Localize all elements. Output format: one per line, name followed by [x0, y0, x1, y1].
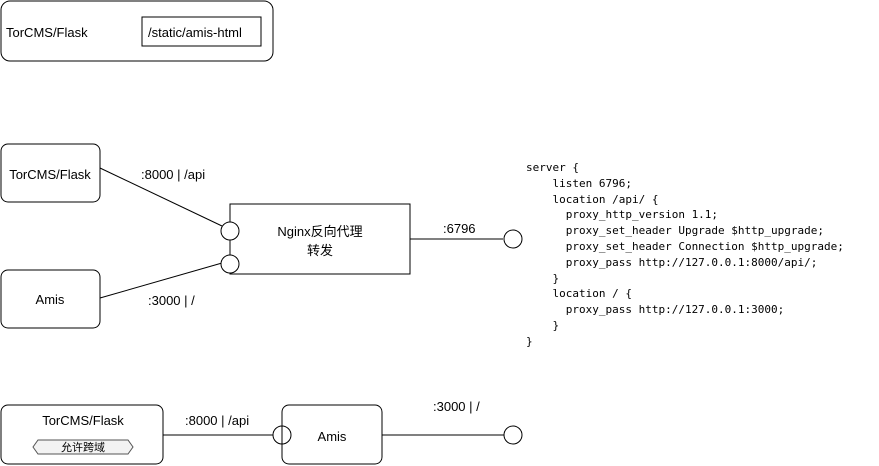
- amis-connector-line: [99, 262, 223, 299]
- config-line: location /api/ {: [526, 192, 659, 206]
- middle-frontend-port-label: :3000 | /: [148, 293, 195, 308]
- config-line: proxy_pass http://127.0.0.1:3000;: [526, 303, 785, 317]
- cors-tag-shape: [32, 439, 134, 455]
- bottom-output-port-circle: [503, 425, 523, 445]
- torcms-flask-api-box: [0, 143, 101, 203]
- config-line: }: [526, 271, 560, 285]
- proxy-port-label: :6796: [443, 221, 476, 236]
- bottom-amis-label: Amis: [318, 429, 347, 444]
- api-connector-line: [99, 167, 223, 227]
- bottom-output-port-label: :3000 | /: [433, 399, 480, 414]
- static-path-text: /static/amis-html: [148, 25, 242, 40]
- config-line: server {: [526, 161, 579, 174]
- static-path-field: [141, 16, 262, 47]
- top-box-label: TorCMS/Flask: [6, 25, 88, 40]
- config-line: location / {: [526, 287, 632, 301]
- config-line: proxy_set_header Connection $http_upgrad…: [526, 239, 844, 253]
- proxy-title-line1: Nginx反向代理: [277, 224, 362, 239]
- proxy-output-port-circle: [503, 229, 523, 249]
- api-port-circle: [220, 221, 240, 241]
- bottom-backend-label: TorCMS/Flask: [42, 413, 124, 428]
- nginx-proxy-box: [229, 203, 411, 275]
- middle-frontend-label: Amis: [36, 292, 65, 307]
- config-line: proxy_pass http://127.0.0.1:8000/api/;: [526, 255, 818, 269]
- nginx-config-code: server { listen 6796; location /api/ { p…: [526, 160, 844, 350]
- config-line: proxy_set_header Upgrade $http_upgrade;: [526, 224, 825, 238]
- bottom-backend-port-label: :8000 | /api: [185, 413, 249, 428]
- config-line: }: [526, 318, 560, 332]
- middle-backend-label: TorCMS/Flask: [9, 167, 91, 182]
- middle-backend-port-label: :8000 | /api: [141, 167, 205, 182]
- torcms-flask-static-box: [0, 0, 274, 62]
- cors-tag-label: 允许跨域: [61, 440, 105, 454]
- config-line: listen 6796;: [526, 176, 632, 190]
- config-line: }: [526, 334, 533, 348]
- proxy-title-line2: 转发: [307, 243, 333, 258]
- amis-frontend-box: [0, 269, 101, 329]
- config-line: proxy_http_version 1.1;: [526, 208, 719, 222]
- amis-port-circle: [220, 254, 240, 274]
